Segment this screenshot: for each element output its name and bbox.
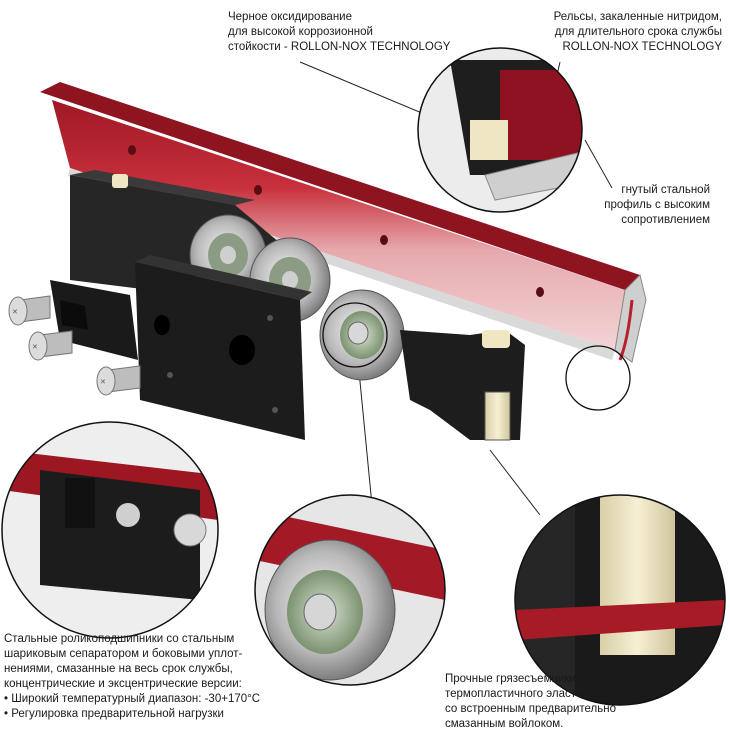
rail-hole [128, 145, 136, 155]
detail-circle-wiper [514, 494, 726, 706]
callout-line: для длительного срока службы [554, 26, 722, 38]
rail-hole [380, 235, 388, 245]
callout-line: Прочные грязесъемники из [445, 673, 591, 685]
slider-front-plate [135, 255, 312, 440]
callout-line: гнутый стальной [621, 184, 710, 196]
rail-hole [536, 287, 544, 297]
detail-circle-roller [254, 494, 446, 686]
callout-line: смазанным войлоком. [445, 718, 564, 730]
callout-line: профиль с высоким [604, 199, 710, 211]
callout-line: Черное оксидирование [228, 11, 352, 23]
callout-line: термопластичного эластомера [445, 688, 610, 700]
callout-line: • Регулировка предварительной нагрузки [4, 708, 224, 720]
rail-hole [254, 185, 262, 195]
callout-profile: гнутый стальной профиль с высоким сопрот… [604, 183, 710, 228]
callout-bearings: Стальные роликоподшипники со стальным ша… [4, 632, 260, 722]
callout-line: для высокой коррозионной [228, 26, 373, 38]
callout-line: нениями, смазанные на весь срок службы, [4, 663, 233, 675]
roller-bearing [319, 289, 405, 381]
screw: ✕ [28, 330, 73, 361]
callout-wipers: Прочные грязесъемники из термопластичног… [445, 672, 616, 732]
callout-line: Рельсы, закаленные нитридом, [553, 11, 722, 23]
svg-text:✕: ✕ [32, 343, 38, 351]
callout-rails: Рельсы, закаленные нитридом, для длитель… [554, 10, 722, 55]
svg-text:✕: ✕ [12, 308, 18, 316]
callout-line: Стальные роликоподшипники со стальным [4, 633, 235, 645]
callout-line: шариковым сепаратором и боковыми уплот- [4, 648, 243, 660]
callout-line: ROLLON-NOX TECHNOLOGY [562, 41, 722, 53]
screw: ✕ [8, 295, 51, 326]
end-piece-right [400, 330, 525, 441]
wiper-felt-back [112, 174, 128, 188]
wiper-felt [484, 391, 511, 441]
detail-ring-roller [322, 302, 388, 368]
detail-ring-profile [565, 345, 631, 411]
svg-text:✕: ✕ [100, 378, 106, 386]
detail-circle-rail-section [417, 47, 583, 213]
callout-line: со встроенным предварительно [445, 703, 616, 715]
callout-line: сопротивлением [621, 214, 710, 226]
detail-circle-slider-end [1, 421, 219, 639]
callout-line: стойкости - ROLLON-NOX TECHNOLOGY [228, 41, 451, 53]
callout-line: концентрические и эксцентрические версии… [4, 678, 242, 690]
callout-line: • Широкий температурный диапазон: -30+17… [4, 693, 261, 705]
callout-oxidation: Черное оксидирование для высокой коррози… [228, 10, 450, 55]
screw: ✕ [96, 365, 141, 396]
